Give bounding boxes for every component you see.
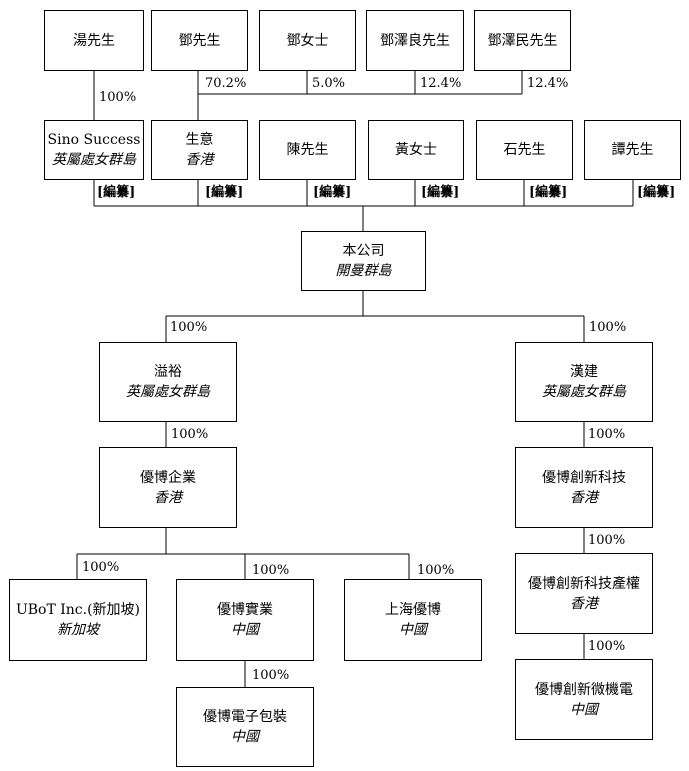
- entity-place: 香港: [570, 489, 598, 506]
- redacted-tag: [編纂]: [97, 185, 136, 200]
- ownership-percent: 100%: [589, 320, 627, 335]
- entity-place: 香港: [154, 489, 182, 506]
- shareholder-sino-success: Sino Success 英屬處女群島: [44, 120, 144, 180]
- entity-name: 優博實業: [217, 602, 273, 618]
- shareholder-name: 鄧澤良先生: [380, 32, 450, 49]
- redacted-tag: [編纂]: [313, 185, 352, 200]
- subsidiary-hanjian: 漢建 英屬處女群島: [515, 342, 653, 422]
- shareholder-deng-mr: 鄧先生: [151, 10, 248, 71]
- entity-name: 譚先生: [611, 142, 654, 158]
- entity-name: UBoT Inc.(新加坡): [15, 602, 141, 618]
- subsidiary-ubot-ip: 優博創新科技產權 香港: [515, 553, 653, 634]
- entity-name: 優博電子包裝: [203, 709, 287, 725]
- shareholder-shengyi: 生意 香港: [151, 120, 248, 180]
- entity-place: 開曼群島: [335, 263, 392, 279]
- entity-name: 優博創新科技產權: [528, 575, 640, 592]
- redacted-tag: [編纂]: [421, 185, 460, 200]
- subsidiary-ubot-mems: 優博創新微機電 中國: [515, 659, 653, 740]
- redacted-tag: [編纂]: [205, 185, 244, 200]
- entity-name: 優博創新科技: [542, 469, 626, 486]
- ownership-percent: 100%: [252, 668, 290, 683]
- subsidiary-ubot-industry: 優博實業 中國: [176, 579, 314, 661]
- subsidiary-shanghai-ubot: 上海優博 中國: [344, 579, 482, 661]
- entity-place: 香港: [570, 595, 598, 612]
- subsidiary-ubot-tech-hk: 優博創新科技 香港: [515, 447, 653, 528]
- entity-place: 中國: [231, 622, 259, 638]
- shareholder-huang: 黃女士: [368, 120, 464, 180]
- entity-place: 香港: [185, 152, 214, 168]
- shareholder-name: 鄧先生: [178, 32, 221, 49]
- entity-name: 石先生: [503, 142, 546, 158]
- entity-name: 優博企業: [140, 469, 196, 486]
- entity-name: Sino Success: [47, 132, 141, 148]
- ownership-percent: 100%: [588, 533, 626, 548]
- entity-name: 漢建: [570, 364, 598, 380]
- entity-name: 本公司: [342, 243, 385, 259]
- entity-place: 中國: [570, 701, 598, 718]
- ownership-percent: 100%: [99, 90, 137, 105]
- redacted-tag: [編纂]: [529, 185, 568, 200]
- entity-name: 溢裕: [154, 364, 182, 380]
- entity-name: 陳先生: [286, 142, 329, 158]
- shareholder-deng-ms: 鄧女士: [259, 10, 356, 71]
- shareholder-deng-zemin: 鄧澤民先生: [474, 10, 571, 71]
- subsidiary-ubot-enterprise: 優博企業 香港: [99, 447, 237, 528]
- subsidiary-ubot-packaging: 優博電子包裝 中國: [176, 687, 314, 767]
- ownership-percent: 100%: [588, 639, 626, 654]
- subsidiary-yiyu: 溢裕 英屬處女群島: [99, 342, 237, 422]
- entity-name: 上海優博: [385, 602, 441, 618]
- shareholder-name: 鄧女士: [286, 32, 329, 49]
- entity-place: 英屬處女群島: [126, 384, 210, 400]
- ownership-percent: 100%: [171, 427, 209, 442]
- entity-place: 中國: [399, 622, 427, 638]
- entity-place: 新加坡: [57, 622, 99, 638]
- shareholder-deng-zeliang: 鄧澤良先生: [366, 10, 464, 71]
- shareholder-shi: 石先生: [476, 120, 573, 180]
- ownership-percent: 12.4%: [420, 76, 462, 91]
- entity-name: 優博創新微機電: [535, 681, 633, 698]
- shareholder-tan: 譚先生: [584, 120, 681, 180]
- entity-place: 英屬處女群島: [52, 152, 136, 168]
- ownership-percent: 70.2%: [205, 76, 247, 91]
- entity-name: 黃女士: [395, 142, 437, 158]
- ownership-percent: 100%: [588, 427, 626, 442]
- subsidiary-ubot-singapore: UBoT Inc.(新加坡) 新加坡: [9, 579, 147, 661]
- ownership-percent: 100%: [252, 563, 290, 578]
- ownership-percent: 12.4%: [527, 76, 569, 91]
- shareholder-chen: 陳先生: [259, 120, 356, 180]
- ownership-percent: 100%: [417, 563, 455, 578]
- ownership-percent: 100%: [170, 320, 208, 335]
- redacted-tag: [編纂]: [637, 185, 676, 200]
- company-box: 本公司 開曼群島: [301, 231, 426, 291]
- shareholder-name: 湯先生: [73, 32, 115, 49]
- shareholder-tang: 湯先生: [44, 10, 144, 71]
- entity-place: 英屬處女群島: [542, 384, 626, 400]
- entity-place: 中國: [231, 729, 259, 745]
- ownership-percent: 100%: [82, 560, 120, 575]
- ownership-percent: 5.0%: [312, 76, 346, 91]
- shareholder-name: 鄧澤民先生: [487, 32, 558, 49]
- entity-name: 生意: [185, 132, 214, 148]
